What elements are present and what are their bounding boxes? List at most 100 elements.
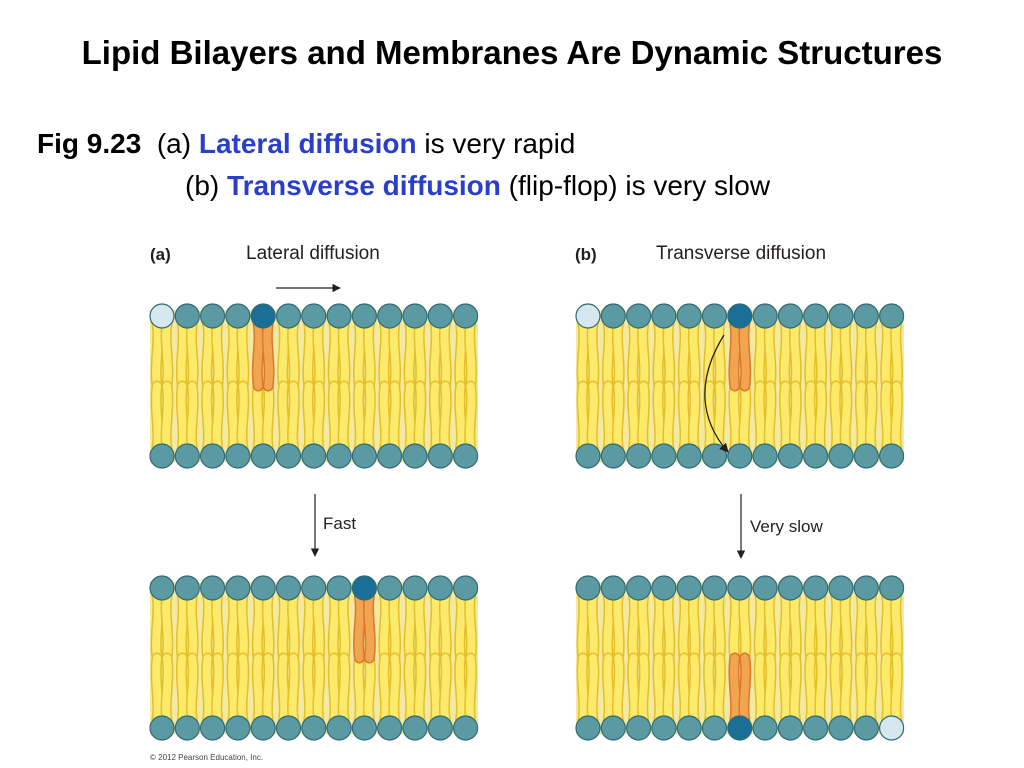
lipid-head xyxy=(853,715,879,741)
lipid-tail xyxy=(704,320,715,390)
lipid-tail xyxy=(288,320,299,390)
lipid-tail xyxy=(805,382,816,452)
lipid-tail xyxy=(739,382,750,452)
lipid-head xyxy=(427,715,453,741)
lipid-tail xyxy=(228,592,238,662)
lipid-head xyxy=(326,303,352,329)
lipid-tail xyxy=(780,320,791,390)
lipid-tail xyxy=(329,382,339,452)
panel-a-rate-label: Fast xyxy=(323,514,357,533)
lipid-tail xyxy=(238,592,248,662)
lipid-tail xyxy=(430,654,441,724)
lipid-tail xyxy=(177,592,188,662)
lipid-head xyxy=(427,575,453,601)
caption-a-suffix: is very rapid xyxy=(424,128,576,159)
lipid-tail xyxy=(253,592,264,662)
lipid-tail xyxy=(891,320,902,390)
lipid-tail xyxy=(891,592,902,662)
lipid-tail xyxy=(881,654,892,724)
lipid-tail xyxy=(253,654,264,724)
lipid-head xyxy=(828,303,854,329)
lipid-head xyxy=(701,443,728,469)
lipid-head xyxy=(853,303,879,329)
lipid-tail xyxy=(628,320,639,390)
lipid-tail xyxy=(212,592,223,662)
lipid-tail xyxy=(415,592,425,662)
lipid-tail xyxy=(263,592,274,662)
lipid-tail xyxy=(202,382,213,452)
lipid-tail xyxy=(354,382,365,452)
lipid-tail xyxy=(303,592,314,662)
lipid-tail xyxy=(664,592,674,662)
lipid-tail xyxy=(613,320,624,390)
lipid-tail xyxy=(303,654,314,724)
lipid-tail xyxy=(714,320,725,390)
lipid-tail xyxy=(613,382,624,452)
lipid-head xyxy=(275,715,302,741)
lipid-tail xyxy=(329,654,339,724)
lipid-head xyxy=(701,715,728,741)
lipid-head xyxy=(752,715,778,741)
lipid-tail xyxy=(364,592,375,662)
lipid-tail xyxy=(765,592,775,662)
lipid-tail xyxy=(228,382,238,452)
lipid-tail xyxy=(379,592,390,662)
lipid-tail xyxy=(415,654,425,724)
lipid-tail xyxy=(603,654,614,724)
lipid-tail xyxy=(465,382,476,452)
lipid-tail xyxy=(162,654,172,724)
lipid-head xyxy=(575,443,601,469)
lipid-head xyxy=(377,303,403,329)
flip-flop-arrow xyxy=(704,334,729,453)
lipid-head xyxy=(174,303,200,329)
lipid-tail xyxy=(440,592,451,662)
lipid-head xyxy=(351,715,377,741)
lipid-head xyxy=(149,715,175,741)
lipid-tail xyxy=(329,592,339,662)
lipid-tail xyxy=(755,592,765,662)
lipid-tail xyxy=(729,320,740,390)
lipid-head xyxy=(676,575,702,601)
lipid-head xyxy=(250,443,276,469)
panel-b-rate-label: Very slow xyxy=(750,517,823,536)
lipid-head xyxy=(301,443,327,469)
lipid-tail xyxy=(455,382,466,452)
lipid-tail xyxy=(379,382,390,452)
lipid-tail xyxy=(704,592,715,662)
lipid-head xyxy=(625,715,652,741)
lipid-tail xyxy=(415,320,425,390)
lipid-tail xyxy=(212,320,223,390)
lipid-head xyxy=(351,443,377,469)
lipid-tail xyxy=(152,654,162,724)
lipid-tail xyxy=(354,320,365,390)
lipid-head xyxy=(828,443,854,469)
lipid-tail xyxy=(815,654,826,724)
lipid-head xyxy=(301,715,327,741)
lipid-head xyxy=(727,715,753,741)
caption-a-term: Lateral diffusion xyxy=(198,128,417,159)
lipid-tail xyxy=(465,592,476,662)
lipid-head xyxy=(828,575,854,601)
lipid-tail xyxy=(866,592,877,662)
lipid-tail xyxy=(313,592,324,662)
lipid-tail xyxy=(152,320,162,390)
lipid-tail xyxy=(379,320,390,390)
lipid-tail xyxy=(739,592,750,662)
membrane-a-after xyxy=(149,575,479,741)
lipid-head xyxy=(453,575,479,601)
lipid-tail xyxy=(628,382,639,452)
lipid-head xyxy=(149,443,175,469)
lipid-tail xyxy=(455,592,466,662)
lipid-tail xyxy=(578,320,588,390)
lipid-tail xyxy=(278,320,289,390)
lipid-tail xyxy=(339,382,349,452)
lipid-tail xyxy=(162,592,172,662)
lipid-tail xyxy=(815,382,826,452)
lipid-tail xyxy=(765,320,775,390)
lipid-head xyxy=(326,443,352,469)
lipid-tail xyxy=(389,320,400,390)
lipid-head xyxy=(326,715,352,741)
caption-b-suffix: (flip-flop) is very slow xyxy=(508,170,771,201)
lipid-tail xyxy=(689,592,700,662)
